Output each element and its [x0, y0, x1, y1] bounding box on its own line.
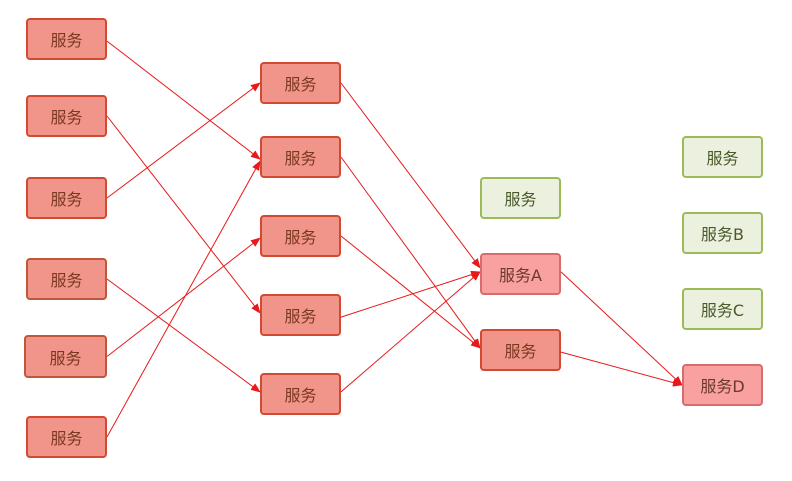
edge-c2_1-to-c3_a [340, 82, 481, 269]
service-node: 服务 [260, 62, 341, 104]
service-node: 服务 [260, 215, 341, 257]
service-node: 服务 [480, 177, 561, 219]
service-node: 服务 [682, 136, 763, 178]
edge-c1_5-to-c2_3 [106, 237, 261, 357]
service-a-node: 服务A [480, 253, 561, 295]
service-node: 服务 [26, 258, 107, 300]
service-node: 服务 [26, 18, 107, 60]
service-b-node: 服务B [682, 212, 763, 254]
service-node: 服务 [26, 177, 107, 219]
service-node: 服务 [24, 335, 107, 378]
service-node: 服务 [260, 373, 341, 415]
service-node: 服务 [480, 329, 561, 371]
edge-c2_5-to-c3_a [340, 271, 481, 393]
edge-c1_2-to-c2_4 [106, 115, 261, 314]
edge-c2_2-to-c3_3 [340, 156, 481, 349]
service-node: 服务 [26, 95, 107, 137]
edge-c3_3-to-c4_d [560, 351, 683, 387]
edge-c1_4-to-c2_5 [106, 278, 261, 393]
service-node: 服务 [260, 294, 341, 336]
edge-c1_6-to-c2_2 [106, 160, 261, 438]
edge-c3_a-to-c4_d [560, 271, 683, 386]
edge-c1_1-to-c2_2 [106, 40, 261, 160]
service-c-node: 服务C [682, 288, 763, 330]
service-node: 服务 [26, 416, 107, 458]
service-node: 服务 [260, 136, 341, 178]
edge-c2_4-to-c3_a [340, 270, 481, 318]
service-d-node: 服务D [682, 364, 763, 406]
edge-c1_3-to-c2_1 [106, 82, 261, 199]
edge-c2_3-to-c3_3 [340, 235, 481, 349]
